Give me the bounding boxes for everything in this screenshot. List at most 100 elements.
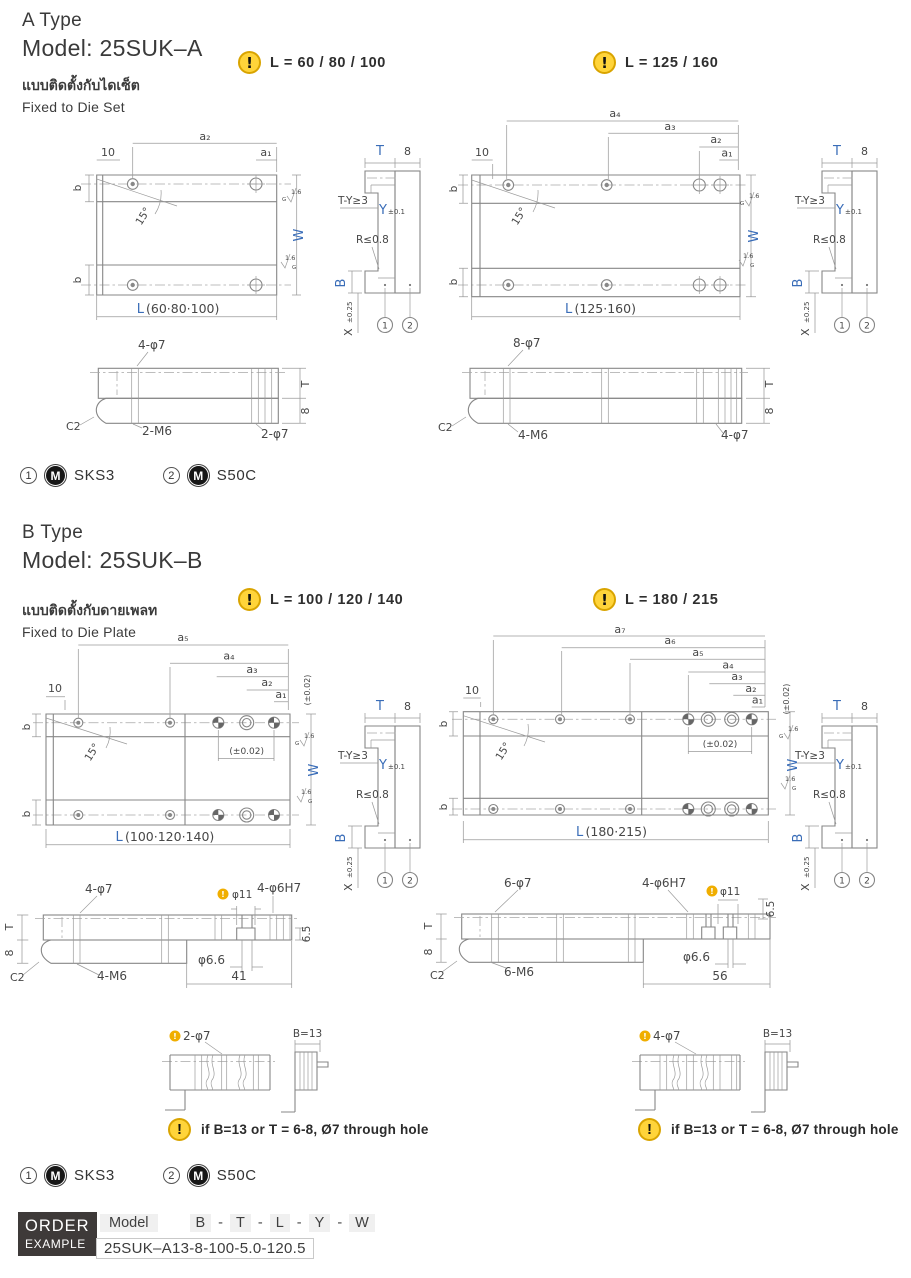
order-example-box: ORDER EXAMPLE <box>18 1212 97 1256</box>
part-2-callout: 2 <box>407 877 413 887</box>
part-2-badge: 2 <box>162 1167 180 1184</box>
radius-note-label: R≤0.8 <box>813 789 846 801</box>
finish-grind-bottom: G <box>750 263 754 269</box>
dim-y-tolerance: ±0.1 <box>845 208 862 216</box>
radius-note-label: R≤0.8 <box>813 234 846 246</box>
a-subtitle-english: Fixed to Die Set <box>22 99 125 115</box>
dim-10-label: 10 <box>475 146 489 159</box>
finish-grind-top: G <box>779 734 783 740</box>
dim-t-label: T <box>763 380 776 388</box>
dim-a2-label: a₂ <box>745 682 756 695</box>
dim-b-top-label: b <box>448 185 460 192</box>
b-materials-row: 1 M SKS3 2 M S50C <box>20 1163 257 1188</box>
detail-hole-label: 4-φ7 <box>653 1029 681 1043</box>
material-1-code: SKS3 <box>74 467 115 484</box>
material-2-code: S50C <box>216 1167 257 1184</box>
order-field-y: Y <box>308 1214 331 1232</box>
dim-10-label: 10 <box>48 682 62 695</box>
dim-a2-label: a₂ <box>261 676 272 689</box>
dim-a4-label: a₄ <box>722 659 734 672</box>
dim-a1-label: a₁ <box>752 694 763 707</box>
radius-note-label: R≤0.8 <box>356 789 389 801</box>
material-1-code: SKS3 <box>74 1167 115 1184</box>
dim-a3-label: a₃ <box>731 670 742 683</box>
order-field-l: L <box>269 1214 290 1232</box>
dim-41-label: 41 <box>231 969 246 983</box>
chamfer-label: C2 <box>66 420 81 433</box>
part-1-badge: 1 <box>20 1167 37 1184</box>
dim-y-label: Y <box>835 758 844 773</box>
dim-t-label: T <box>299 380 312 388</box>
tolerance-vertical-label: (±0.02) <box>303 675 312 706</box>
dim-b-label: B <box>334 834 349 843</box>
dim-56-label: 56 <box>712 969 727 983</box>
order-model-label: Model <box>100 1214 158 1232</box>
chamfer-label: C2 <box>430 969 445 982</box>
dim-x-tolerance: ±0.25 <box>803 302 811 323</box>
dim-b-label: B <box>334 279 349 288</box>
drawing-lines <box>436 885 776 988</box>
dim-a2-label: a₂ <box>710 133 721 146</box>
warning-dot-icon: ! <box>173 1032 177 1041</box>
b-bottom-view-right: ! 6-φ7 4-φ6H7 φ11 6.5 T 8 C2 6-M6 φ6.6 5… <box>422 876 777 988</box>
dim-t-label: T <box>375 144 384 159</box>
part-1-badge: 1 <box>20 467 37 484</box>
drawing-lines <box>632 1030 799 1113</box>
dim-x-tolerance: ±0.25 <box>346 302 354 323</box>
finish-grind-bottom: G <box>308 799 312 805</box>
a-section-view-right: T 8 T-Y≥3 Y ±0.1 R≤0.8 B X ±0.25 1 2 <box>791 144 878 336</box>
part-1-callout: 1 <box>382 322 388 332</box>
tap-label: 6-M6 <box>504 965 534 979</box>
order-model-row: Model B - T - L - Y - W <box>100 1214 375 1232</box>
b-plan-left-drawing: a₅ a₄ a₃ a₂ a₁ (±0.02) 10 (±0.02) b b 15… <box>21 631 322 848</box>
dim-y-label: Y <box>378 203 387 218</box>
part-2-badge: 2 <box>162 467 180 484</box>
hole-count-top-label: 4-φ7 <box>85 882 113 896</box>
dim-b-bottom-label: b <box>21 810 33 817</box>
warning-icon: ! <box>593 51 616 74</box>
b-type-title: B Type <box>22 522 84 543</box>
drawing-lines <box>451 349 770 434</box>
dim-a7-label: a₇ <box>614 623 625 636</box>
dim-t-label: T <box>832 144 841 159</box>
b-detail-view-left: ! 2-φ7 B=13 <box>162 1028 329 1113</box>
part-2-callout: 2 <box>864 877 870 887</box>
a-warning-right-text: L = 125 / 160 <box>625 54 719 71</box>
l-dim-values: (100·120·140) <box>125 829 214 844</box>
drawing-lines <box>162 1030 329 1113</box>
l-dim-prefix: L <box>576 825 584 840</box>
l-dim-values: (125·160) <box>575 301 636 316</box>
dim-10-label: 10 <box>465 684 479 697</box>
ty-note-label: T-Y≥3 <box>794 750 825 762</box>
drawing-lines <box>340 158 421 334</box>
dim-8-label: 8 <box>404 145 411 158</box>
order-field-w: W <box>349 1214 375 1232</box>
finish-value-bottom: 1.6 <box>785 775 795 783</box>
hole-count-top-label: 6-φ7 <box>504 876 532 890</box>
b-bottom-view-left: ! 4-φ7 φ11 4-φ6H7 T 8 C2 4-M6 φ6.6 41 6.… <box>3 881 313 988</box>
dim-6-5-label: 6.5 <box>301 926 313 943</box>
ty-note-label: T-Y≥3 <box>337 195 368 207</box>
a-bottom-view-right: 8-φ7 T 8 C2 4-M6 4-φ7 <box>438 336 776 442</box>
b-section-view-right: T 8 T-Y≥3 Y ±0.1 R≤0.8 B X ±0.25 1 2 <box>791 699 878 891</box>
b-model-title: Model: 25SUK–B <box>22 547 203 573</box>
a-warning-left-text: L = 60 / 80 / 100 <box>270 54 386 71</box>
l-dim-prefix: L <box>116 830 124 845</box>
dim-x-label: X <box>799 883 812 891</box>
a-type-title: A Type <box>22 10 83 31</box>
tap-label: 4-M6 <box>97 969 127 983</box>
part-1-callout: 1 <box>839 322 845 332</box>
dim-8-label: 8 <box>861 700 868 713</box>
dim-a1-label: a₁ <box>721 147 732 160</box>
detail-hole-label: 2-φ7 <box>183 1029 211 1043</box>
finish-grind-top: G <box>740 201 744 207</box>
order-field-t: T <box>230 1214 251 1232</box>
finish-value-top: 1.6 <box>291 188 301 196</box>
warning-icon: ! <box>168 1118 191 1141</box>
dim-a2-label: a₂ <box>199 130 210 143</box>
finish-value-bottom: 1.6 <box>743 252 753 260</box>
warning-icon: ! <box>593 588 616 611</box>
a-type-header: A Type Model: 25SUK–A แบบติดตั้งกับไดเซ็… <box>22 10 203 115</box>
l-dim-prefix: L <box>137 302 145 317</box>
finish-grind-bottom: G <box>792 786 796 792</box>
